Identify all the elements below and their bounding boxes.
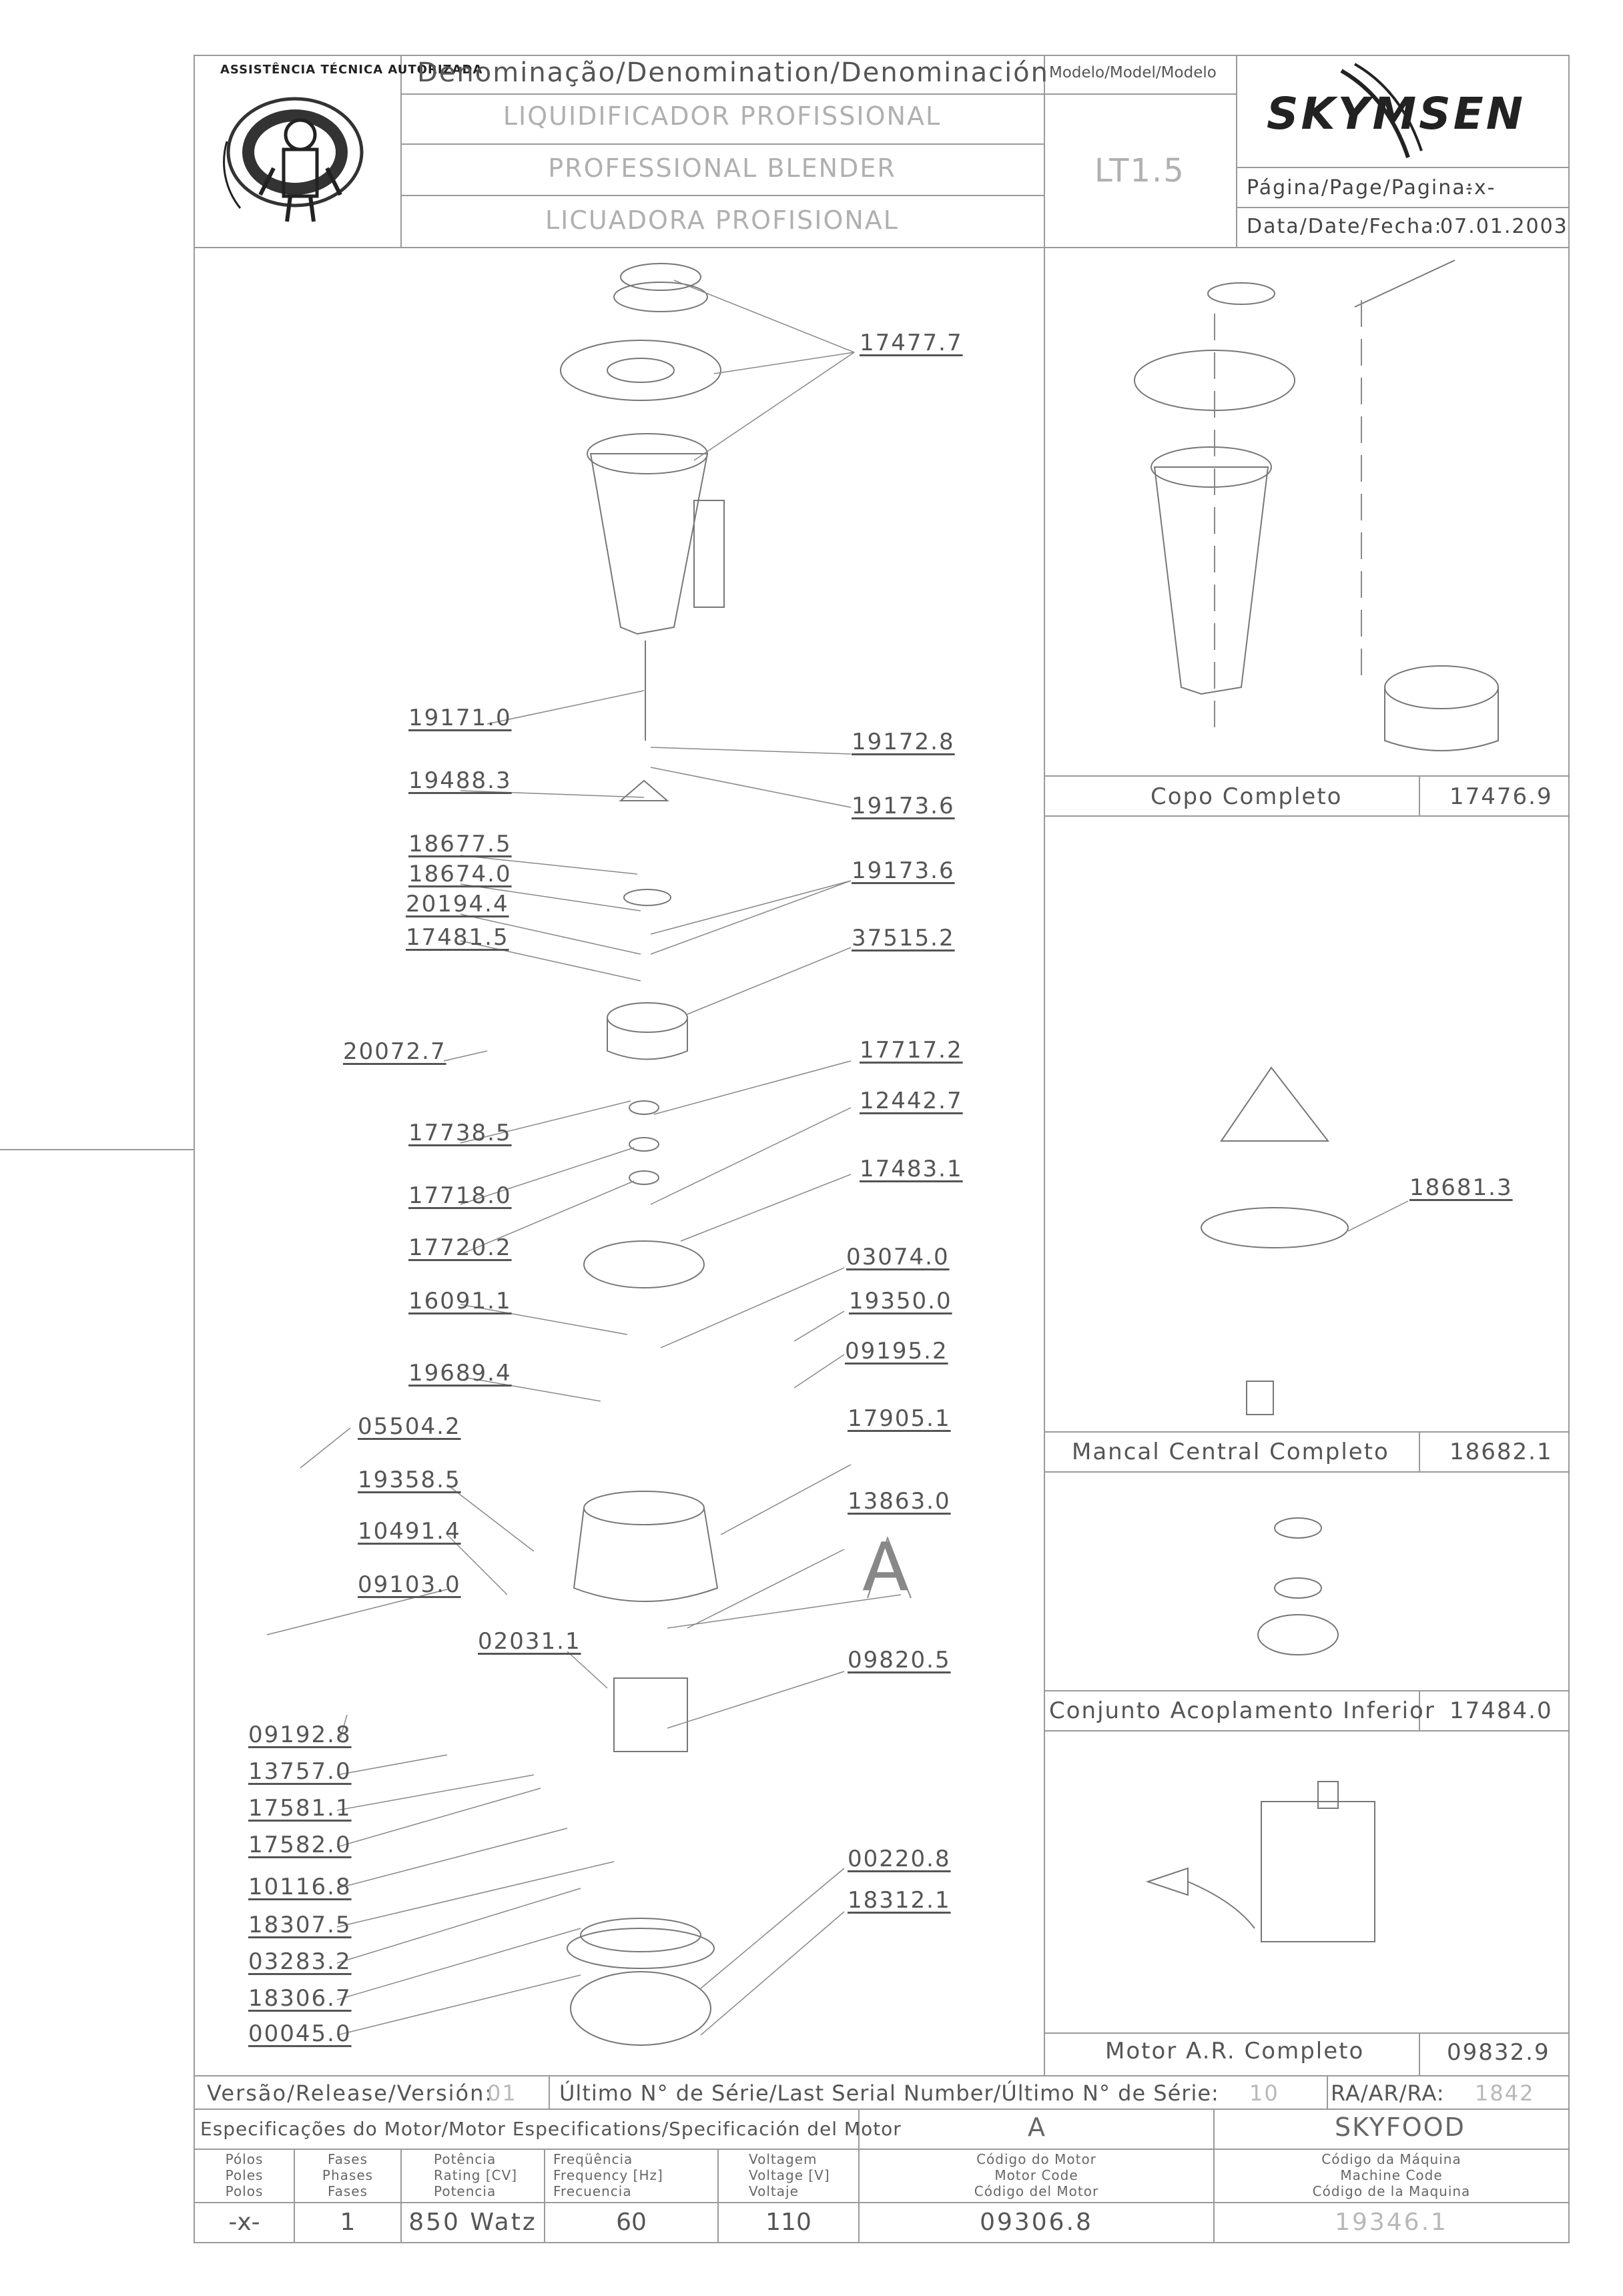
part-label: 17720.2 [408, 1234, 512, 1261]
part-label: 03283.2 [248, 1948, 352, 1975]
part-label: 19173.6 [852, 793, 955, 819]
spec-col-a: A [1028, 2113, 1046, 2142]
spec-header-poles: Pólos Poles Polos [225, 2151, 264, 2199]
part-label: 10491.4 [358, 1518, 461, 1545]
part-label: 19358.5 [358, 1467, 461, 1493]
panel-copo-label: Copo Completo [1151, 783, 1343, 810]
spec-header-motor-code: Código do Motor Motor Code Código del Mo… [974, 2151, 1099, 2199]
panel-copo-code: 17476.9 [1449, 783, 1553, 810]
page-value: -x- [1466, 176, 1496, 200]
ra-value: 1842 [1475, 2080, 1535, 2106]
panel-acoplamento-label: Conjunto Acoplamento Inferior [1049, 1697, 1435, 1724]
part-label: 16091.1 [408, 1288, 512, 1314]
spec-header-machine-code: Código da Máquina Machine Code Código de… [1312, 2151, 1471, 2199]
panel-motor-code: 09832.9 [1447, 2039, 1550, 2066]
spec-header-voltage: Voltagem Voltage [V] Voltaje [749, 2151, 830, 2199]
part-label: 18306.7 [248, 1985, 352, 2012]
part-label: 17582.0 [248, 1832, 352, 1858]
spec-value-voltage: 110 [765, 2209, 812, 2236]
part-label: 02031.1 [478, 1628, 581, 1655]
spec-header-frequency: Freqüência Frequency [Hz] Frecuencia [553, 2151, 663, 2199]
ra-label: RA/AR/RA: [1331, 2080, 1445, 2106]
version-label: Versão/Release/Versión: [207, 2080, 494, 2106]
spec-value-rating: 850 Watz [408, 2209, 537, 2236]
spec-value-motor-code: 09306.8 [980, 2209, 1093, 2236]
spec-value-machine-code: 19346.1 [1335, 2209, 1448, 2236]
part-label: 19171.0 [408, 705, 512, 731]
part-label: 37515.2 [852, 925, 955, 951]
logo-emblem-icon [223, 97, 364, 222]
panel-mancal-code: 18682.1 [1449, 1439, 1553, 1465]
serial-label: Último N° de Série/Last Serial Number/Úl… [559, 2080, 1219, 2106]
brand-swoosh-icon [1328, 57, 1428, 164]
part-label: 17481.5 [406, 924, 509, 951]
part-label: 20072.7 [343, 1038, 446, 1065]
part-label: 13863.0 [848, 1488, 951, 1515]
part-label: 09820.5 [848, 1647, 951, 1673]
section-marker-a: A [862, 1528, 910, 1606]
part-label: 17581.1 [248, 1795, 352, 1822]
brand-logo: SKYMSEN [1267, 88, 1526, 139]
part-label: 19488.3 [408, 767, 512, 794]
denomination-label: Denominação/Denomination/Denominación [417, 57, 1050, 88]
spec-header-phases: Fases Phases Fases [322, 2151, 374, 2199]
part-label: 19689.4 [408, 1360, 512, 1387]
part-label: 13757.0 [248, 1758, 352, 1785]
part-label: 17905.1 [848, 1405, 951, 1432]
part-label: 19173.6 [852, 857, 955, 884]
spec-value-frequency: 60 [616, 2209, 647, 2236]
part-label: 18677.5 [408, 831, 512, 857]
part-label: 12442.7 [860, 1088, 963, 1114]
part-label: 00045.0 [248, 2020, 352, 2047]
panel-mancal-label: Mancal Central Completo [1072, 1439, 1389, 1465]
model-label: Modelo/Model/Modelo [1049, 64, 1217, 81]
panel-motor-label: Motor A.R. Completo [1105, 2038, 1365, 2064]
part-label: 00220.8 [848, 1846, 951, 1872]
part-label: 05504.2 [358, 1413, 461, 1440]
spec-header-rating: Potência Rating [CV] Potencia [434, 2151, 518, 2199]
part-label: 19172.8 [852, 729, 955, 755]
part-label: 17477.7 [860, 330, 963, 356]
spec-title: Especificações do Motor/Motor Especifica… [200, 2118, 902, 2140]
name-es: LICUADORA PROFISIONAL [545, 206, 899, 235]
logo: ASSISTÊNCIA TÉCNICA AUTORIZADA [200, 61, 482, 243]
part-label: 09195.2 [845, 1338, 948, 1365]
panel-mancal-part: 18681.3 [1409, 1174, 1513, 1201]
part-label: 18674.0 [408, 861, 512, 887]
part-label: 10116.8 [248, 1874, 352, 1900]
model-value: LT1.5 [1094, 152, 1185, 189]
spec-value-phases: 1 [340, 2209, 356, 2236]
part-label: 09103.0 [358, 1571, 461, 1598]
name-pt: LIQUIDIFICADOR PROFISSIONAL [503, 101, 942, 131]
part-label: 20194.4 [406, 891, 509, 917]
part-label: 18307.5 [248, 1912, 352, 1938]
part-label: 17718.0 [408, 1182, 512, 1209]
date-label: Data/Date/Fecha: [1247, 215, 1443, 238]
panel-acoplamento-code: 17484.0 [1449, 1697, 1553, 1724]
logo-text: ASSISTÊNCIA TÉCNICA AUTORIZADA [220, 63, 483, 77]
spec-value-poles: -x- [228, 2209, 260, 2236]
spec-col-b: SKYFOOD [1335, 2113, 1466, 2142]
date-value: 07.01.2003 [1440, 215, 1568, 238]
part-label: 03074.0 [846, 1244, 950, 1270]
part-label: 09192.8 [248, 1721, 352, 1748]
part-label: 19350.0 [849, 1288, 952, 1314]
serial-value: 10 [1249, 2080, 1279, 2106]
version-value: 01 [487, 2080, 517, 2106]
page-label: Página/Page/Pagina: [1247, 176, 1474, 200]
part-label: 17717.2 [860, 1037, 963, 1064]
part-label: 18312.1 [848, 1887, 951, 1914]
part-label: 17483.1 [860, 1156, 963, 1182]
part-label: 17738.5 [408, 1120, 512, 1146]
name-en: PROFESSIONAL BLENDER [548, 153, 896, 183]
